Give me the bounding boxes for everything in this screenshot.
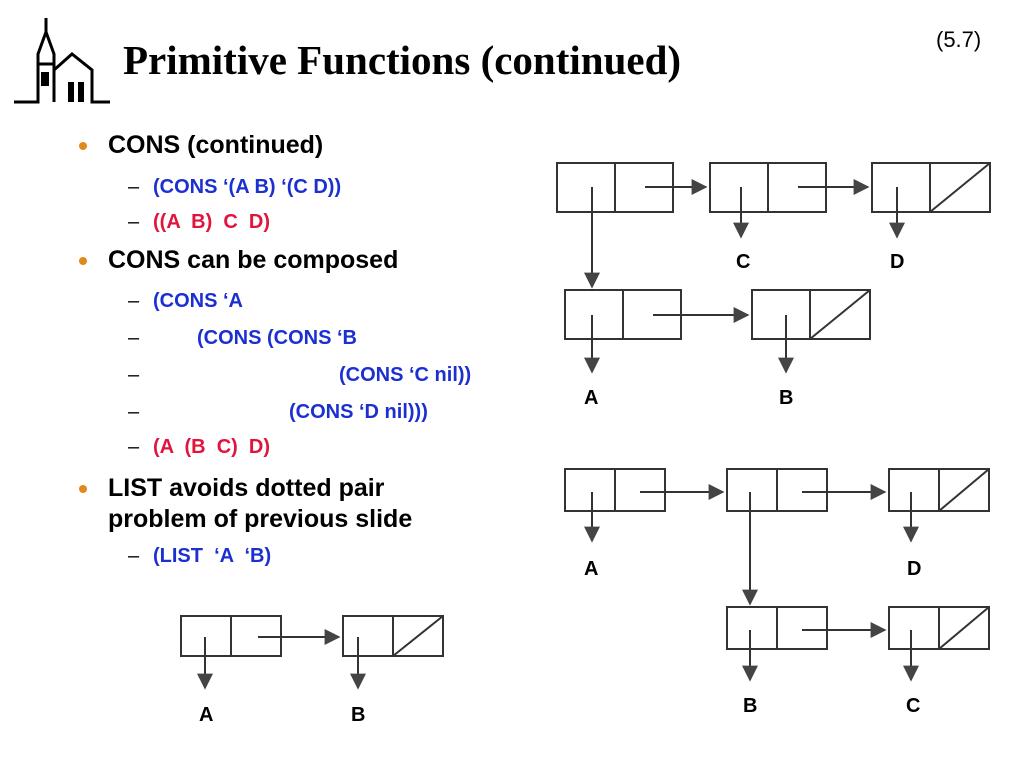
church-logo-icon bbox=[14, 18, 110, 104]
atom-label: C bbox=[906, 695, 920, 717]
atom-label: D bbox=[890, 251, 904, 273]
bullet-outline: CONS (continued) – (CONS ‘(A B) ‘(C D)) … bbox=[0, 0, 560, 600]
code-line-3: (CONS ‘C nil)) bbox=[339, 364, 472, 386]
cons-diagram-3 bbox=[180, 615, 444, 690]
bullet-dot bbox=[79, 257, 87, 265]
dash-marker: – bbox=[128, 364, 140, 386]
code-list-expr: (LIST ‘A ‘B) bbox=[153, 545, 272, 567]
atom-label: A bbox=[584, 558, 598, 580]
dash-marker: – bbox=[128, 545, 140, 567]
atom-label: C bbox=[736, 251, 750, 273]
atom-label: D bbox=[907, 558, 921, 580]
bullet-list-avoids: LIST avoids dotted pair problem of previ… bbox=[108, 474, 413, 533]
bullet-cons-composed: CONS can be composed bbox=[108, 246, 399, 274]
code-line-1: (CONS ‘A bbox=[153, 290, 243, 312]
dash-marker: – bbox=[128, 436, 140, 458]
code-line-2: (CONS (CONS ‘B bbox=[197, 327, 357, 349]
result-expr: ((A B) C D) bbox=[153, 211, 271, 233]
code-line-4: (CONS ‘D nil))) bbox=[289, 401, 428, 423]
cons-diagram-2 bbox=[564, 468, 990, 682]
bullet-dot bbox=[79, 142, 87, 150]
dash-marker: – bbox=[128, 290, 140, 312]
dash-marker: – bbox=[128, 401, 140, 423]
atom-label: B bbox=[743, 695, 757, 717]
atom-label: A bbox=[584, 387, 598, 409]
bullet-dot bbox=[79, 485, 87, 493]
cons-diagram-1 bbox=[556, 162, 991, 374]
atom-label: B bbox=[779, 387, 793, 409]
atom-label: A bbox=[199, 704, 213, 726]
slide-number: (5.7) bbox=[936, 27, 982, 52]
dash-marker: – bbox=[128, 327, 140, 349]
bullet-cons-continued: CONS (continued) bbox=[108, 131, 324, 159]
dash-marker: – bbox=[128, 211, 140, 233]
result-expr-nested: (A (B C) D) bbox=[153, 436, 271, 458]
atom-label: B bbox=[351, 704, 365, 726]
slide-title: Primitive Functions (continued) bbox=[123, 37, 682, 83]
dash-marker: – bbox=[128, 176, 140, 198]
code-cons-expr: (CONS ‘(A B) ‘(C D)) bbox=[153, 176, 342, 198]
